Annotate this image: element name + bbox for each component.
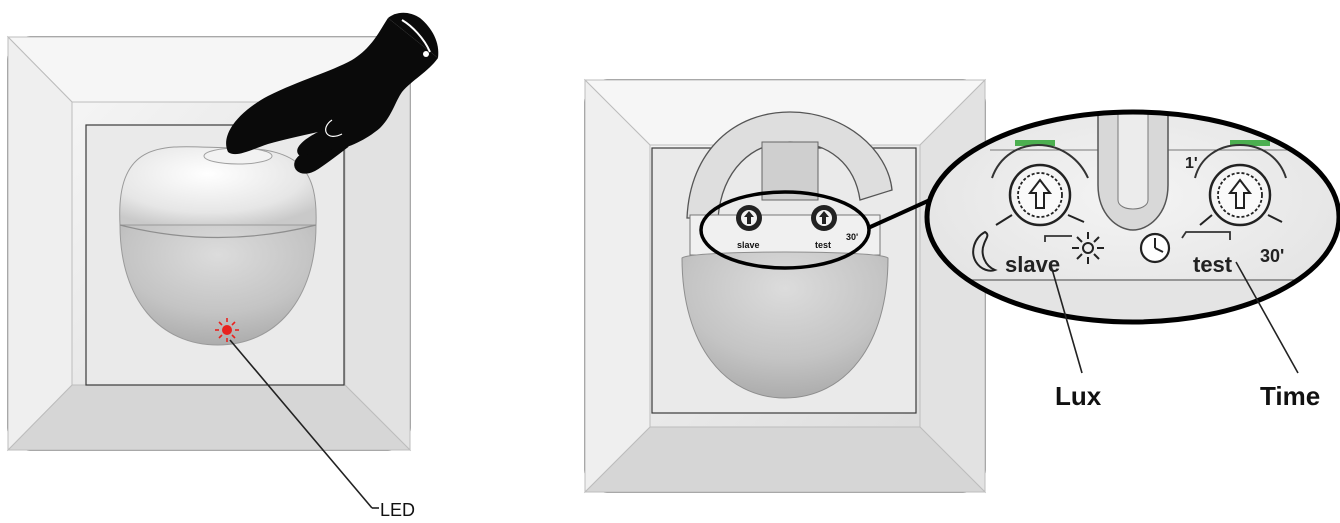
led-leader-line	[229, 339, 373, 509]
time-leader-line	[1235, 261, 1299, 374]
small-callout-ellipse	[699, 190, 871, 270]
test-marking: test	[1193, 252, 1233, 277]
time-label: Time	[1260, 381, 1320, 411]
zoom-callout-border	[924, 109, 1340, 325]
right-sensor-dome	[681, 214, 889, 399]
clock-icon	[1139, 232, 1171, 264]
right-open-flap	[686, 111, 893, 219]
slave-bracket	[1044, 235, 1072, 242]
led-label: LED	[380, 500, 415, 520]
lux-dial-icon	[991, 143, 1089, 227]
callout-connector	[867, 198, 931, 230]
lux-leader-line	[1049, 261, 1083, 374]
small-slave-marking: slave	[737, 240, 760, 250]
moon-icon	[972, 230, 998, 272]
zoom-callout: slave test 1' 30'	[924, 109, 1340, 325]
pointing-hand-icon	[226, 12, 439, 174]
min-time-marking: 1'	[1185, 155, 1198, 172]
sun-icon	[1072, 232, 1104, 264]
lux-label: Lux	[1055, 381, 1102, 411]
small-lux-dial	[736, 205, 762, 231]
led-indicator-icon	[215, 318, 239, 342]
small-time-dial	[811, 205, 837, 231]
time-dial-icon	[1194, 143, 1287, 227]
max-time-marking: 30'	[1260, 246, 1284, 266]
slave-marking: slave	[1005, 252, 1060, 277]
left-sensor-dome	[119, 146, 317, 346]
small-max-time-marking: 30'	[846, 232, 858, 242]
small-test-marking: test	[815, 240, 831, 250]
test-bracket	[1181, 231, 1231, 240]
